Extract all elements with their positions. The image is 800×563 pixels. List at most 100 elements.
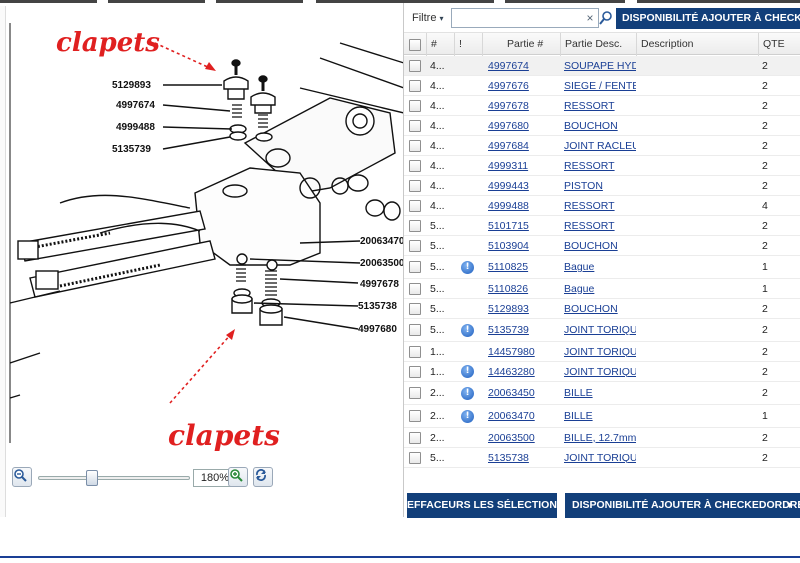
zoom-value[interactable]: 180% — [193, 469, 237, 487]
row-part-number-text[interactable]: 4997680 — [488, 119, 529, 132]
row-part-number[interactable]: 20063450 — [482, 382, 560, 404]
zoom-out-icon[interactable] — [12, 467, 32, 487]
row-part-desc[interactable]: RESSORT — [560, 96, 636, 115]
row-part-desc-text[interactable]: BILLE — [564, 387, 593, 399]
row-part-desc-text[interactable]: JOINT TORIQUE — [564, 451, 636, 464]
row-part-number[interactable]: 4999488 — [482, 196, 560, 215]
row-part-desc-text[interactable]: JOINT TORIQUE — [564, 365, 636, 378]
row-checkbox[interactable] — [404, 196, 426, 215]
zoom-slider-thumb[interactable] — [85, 470, 98, 486]
row-part-desc[interactable]: BILLE — [560, 382, 636, 404]
row-checkbox[interactable] — [404, 448, 426, 467]
header-description[interactable]: Description — [636, 33, 758, 56]
row-part-desc-text[interactable]: JOINT RACLEUI — [564, 139, 636, 152]
info-icon[interactable]: ! — [461, 260, 474, 274]
info-icon[interactable]: ! — [461, 409, 474, 423]
row-checkbox[interactable] — [404, 136, 426, 155]
row-checkbox[interactable] — [404, 116, 426, 135]
row-part-desc[interactable]: BILLE — [560, 405, 636, 427]
row-part-number-text[interactable]: 20063500 — [488, 431, 535, 444]
info-icon[interactable]: ! — [461, 323, 474, 337]
row-checkbox[interactable] — [404, 319, 426, 341]
row-part-number[interactable]: 4997676 — [482, 76, 560, 95]
row-part-number[interactable]: 20063470 — [482, 405, 560, 427]
row-part-number-text[interactable]: 5135738 — [488, 451, 529, 464]
header-flag[interactable]: ! — [454, 33, 482, 56]
row-part-number[interactable]: 4999311 — [482, 156, 560, 175]
row-part-desc-text[interactable]: SIEGE / FENTE — [564, 79, 636, 92]
row-part-number[interactable]: 5135739 — [482, 319, 560, 341]
row-part-desc-text[interactable]: BILLE, 12.7mm — [564, 431, 636, 444]
row-checkbox[interactable] — [404, 256, 426, 278]
row-checkbox[interactable] — [404, 56, 426, 75]
row-checkbox[interactable] — [404, 176, 426, 195]
row-part-desc-text[interactable]: BOUCHON — [564, 302, 618, 315]
row-part-number[interactable]: 5103904 — [482, 236, 560, 255]
row-part-desc[interactable]: PISTON — [560, 176, 636, 195]
row-part-desc-text[interactable]: RESSORT — [564, 99, 615, 112]
row-part-number-text[interactable]: 5129893 — [488, 302, 529, 315]
row-checkbox[interactable] — [404, 96, 426, 115]
row-part-desc-text[interactable]: SOUPAPE HYD — [564, 59, 636, 72]
row-part-number[interactable]: 5110825 — [482, 256, 560, 278]
row-part-desc[interactable]: BOUCHON — [560, 116, 636, 135]
availability-add-to-order-button[interactable]: DISPONIBILITÉ AJOUTER À CHECKEDORDRE — [616, 8, 800, 29]
header-qty[interactable]: QTE — [758, 33, 800, 56]
row-checkbox[interactable] — [404, 236, 426, 255]
row-part-desc[interactable]: Bague — [560, 256, 636, 278]
search-input[interactable] — [451, 8, 599, 28]
row-part-desc[interactable]: JOINT TORIQUE — [560, 342, 636, 361]
row-part-number[interactable]: 5135738 — [482, 448, 560, 467]
row-part-number[interactable]: 4997680 — [482, 116, 560, 135]
dropdown-arrow-icon[interactable]: ▼ — [785, 500, 794, 510]
zoom-in-icon[interactable] — [228, 467, 248, 487]
row-part-number-text[interactable]: 4997684 — [488, 139, 529, 152]
row-part-desc[interactable]: Bague — [560, 279, 636, 298]
row-part-number-text[interactable]: 20063450 — [488, 387, 535, 399]
clear-selections-button[interactable]: EFFACEURS LES SÉLECTIONS — [407, 493, 564, 518]
row-part-number-text[interactable]: 5110826 — [488, 282, 529, 295]
filter-dropdown[interactable]: Filtre ▾ — [412, 12, 444, 24]
row-part-desc[interactable]: RESSORT — [560, 156, 636, 175]
row-checkbox[interactable] — [404, 156, 426, 175]
row-checkbox[interactable] — [404, 279, 426, 298]
row-checkbox[interactable] — [404, 428, 426, 447]
row-part-desc-text[interactable]: BOUCHON — [564, 119, 618, 132]
row-part-desc[interactable]: BOUCHON — [560, 236, 636, 255]
row-part-desc[interactable]: JOINT RACLEUI — [560, 136, 636, 155]
row-part-desc[interactable]: BILLE, 12.7mm — [560, 428, 636, 447]
row-checkbox[interactable] — [404, 405, 426, 427]
row-part-desc-text[interactable]: Bague — [564, 282, 595, 295]
refresh-icon[interactable] — [253, 467, 273, 487]
row-part-number-text[interactable]: 4997674 — [488, 59, 529, 72]
row-part-desc-text[interactable]: RESSORT — [564, 159, 615, 172]
row-part-number[interactable]: 4997678 — [482, 96, 560, 115]
row-part-number-text[interactable]: 5110825 — [488, 261, 529, 273]
row-part-number-text[interactable]: 5101715 — [488, 219, 529, 232]
row-part-number[interactable]: 5129893 — [482, 299, 560, 318]
row-part-number-text[interactable]: 14463280 — [488, 365, 535, 378]
row-part-number-text[interactable]: 14457980 — [488, 345, 535, 358]
row-part-number-text[interactable]: 5103904 — [488, 239, 529, 252]
row-part-number[interactable]: 4997684 — [482, 136, 560, 155]
row-part-desc[interactable]: RESSORT — [560, 196, 636, 215]
row-part-number[interactable]: 5110826 — [482, 279, 560, 298]
clear-icon[interactable]: × — [586, 11, 594, 25]
header-part-number[interactable]: Partie # — [482, 33, 560, 56]
row-part-desc[interactable]: SOUPAPE HYD — [560, 56, 636, 75]
diagram-panel[interactable]: clapets clapets 5129893 4997674 4999488 … — [0, 3, 404, 517]
row-part-number-text[interactable]: 5135739 — [488, 324, 529, 336]
row-part-desc[interactable]: BOUCHON — [560, 299, 636, 318]
row-part-desc-text[interactable]: JOINT TORIQUE — [564, 324, 636, 336]
header-part-desc[interactable]: Partie Desc. — [560, 33, 636, 56]
